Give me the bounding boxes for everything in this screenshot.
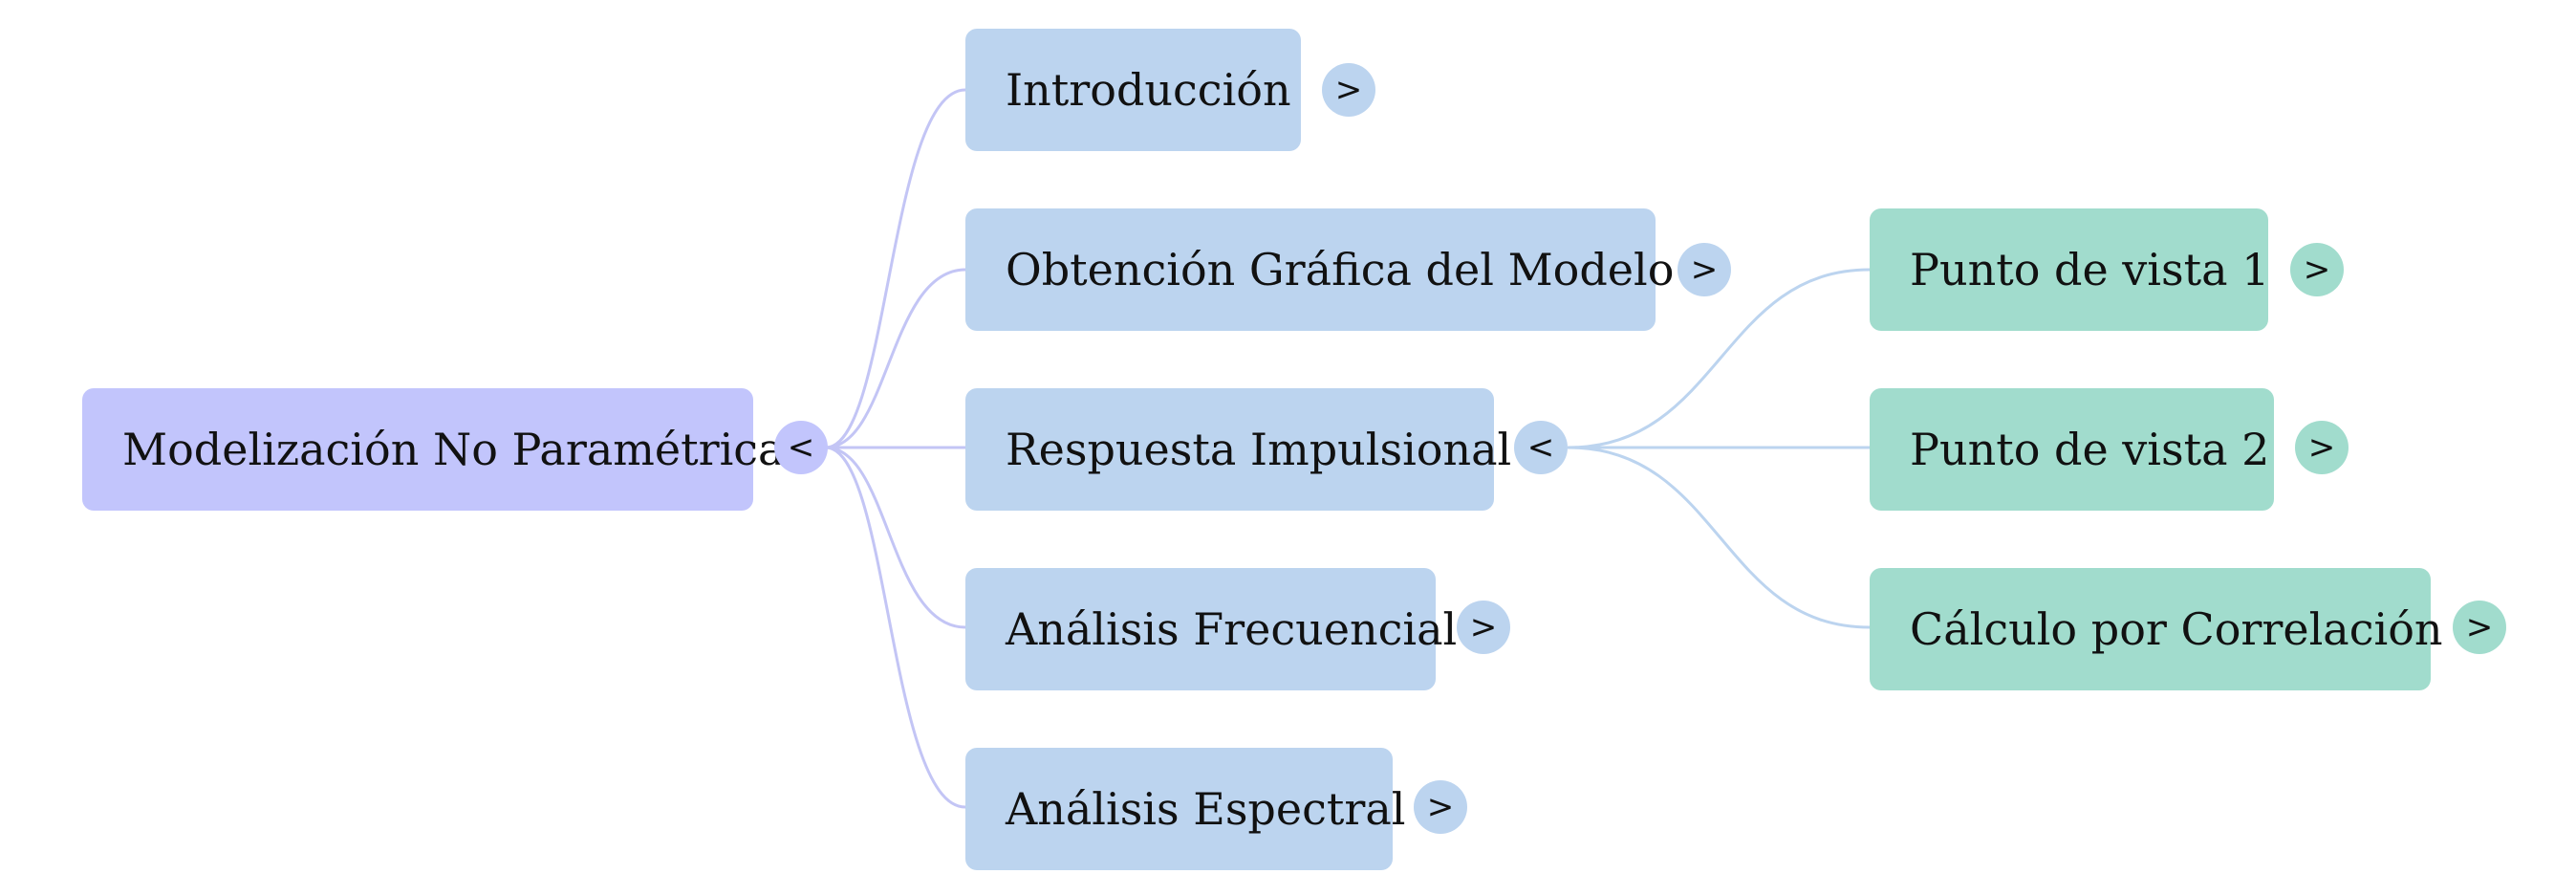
link-root-frecuencial [825,446,966,629]
punto-de-vista-2-expand-toggle[interactable]: > [2295,421,2349,474]
punto-de-vista-1-expand-toggle[interactable]: > [2290,243,2344,296]
analisis-espectral-expand-toggle[interactable]: > [1414,780,1467,834]
node-punto-de-vista-2-label: Punto de vista 2 [1910,424,2270,475]
root-node-label: Modelización No Paramétrica [122,424,785,475]
node-obtencion-grafica[interactable]: Obtención Gráfica del Modelo [965,208,1674,331]
node-introduccion[interactable]: Introducción [965,29,1301,151]
link-root-obtencion [825,268,966,449]
node-calculo-por-correlacion-label: Cálculo por Correlación [1910,603,2443,655]
node-analisis-espectral[interactable]: Análisis Espectral [965,748,1405,870]
root-collapse-toggle[interactable]: < [774,421,828,474]
respuesta-impulsional-collapse-toggle[interactable]: < [1514,421,1568,474]
calculo-por-correlacion-expand-toggle[interactable]: > [2453,601,2506,654]
node-analisis-frecuencial-label: Análisis Frecuencial [1006,603,1458,655]
node-introduccion-label: Introducción [1006,64,1291,116]
node-calculo-por-correlacion[interactable]: Cálculo por Correlación [1870,568,2443,690]
link-respuesta-punto1 [1567,268,1871,449]
link-root-introduccion [825,88,966,449]
link-respuesta-correlacion [1567,446,1871,629]
node-obtencion-grafica-label: Obtención Gráfica del Modelo [1006,244,1675,295]
root-node[interactable]: Modelización No Paramétrica [82,388,784,511]
node-respuesta-impulsional-label: Respuesta Impulsional [1006,424,1512,475]
node-punto-de-vista-2[interactable]: Punto de vista 2 [1870,388,2274,511]
node-analisis-espectral-label: Análisis Espectral [1006,783,1406,835]
node-analisis-frecuencial[interactable]: Análisis Frecuencial [965,568,1457,690]
node-respuesta-impulsional[interactable]: Respuesta Impulsional [965,388,1511,511]
obtencion-grafica-expand-toggle[interactable]: > [1678,243,1731,296]
link-root-espectral [825,446,966,809]
node-punto-de-vista-1-label: Punto de vista 1 [1910,244,2270,295]
node-punto-de-vista-1[interactable]: Punto de vista 1 [1870,208,2270,331]
introduccion-expand-toggle[interactable]: > [1322,63,1375,117]
analisis-frecuencial-expand-toggle[interactable]: > [1457,601,1510,654]
